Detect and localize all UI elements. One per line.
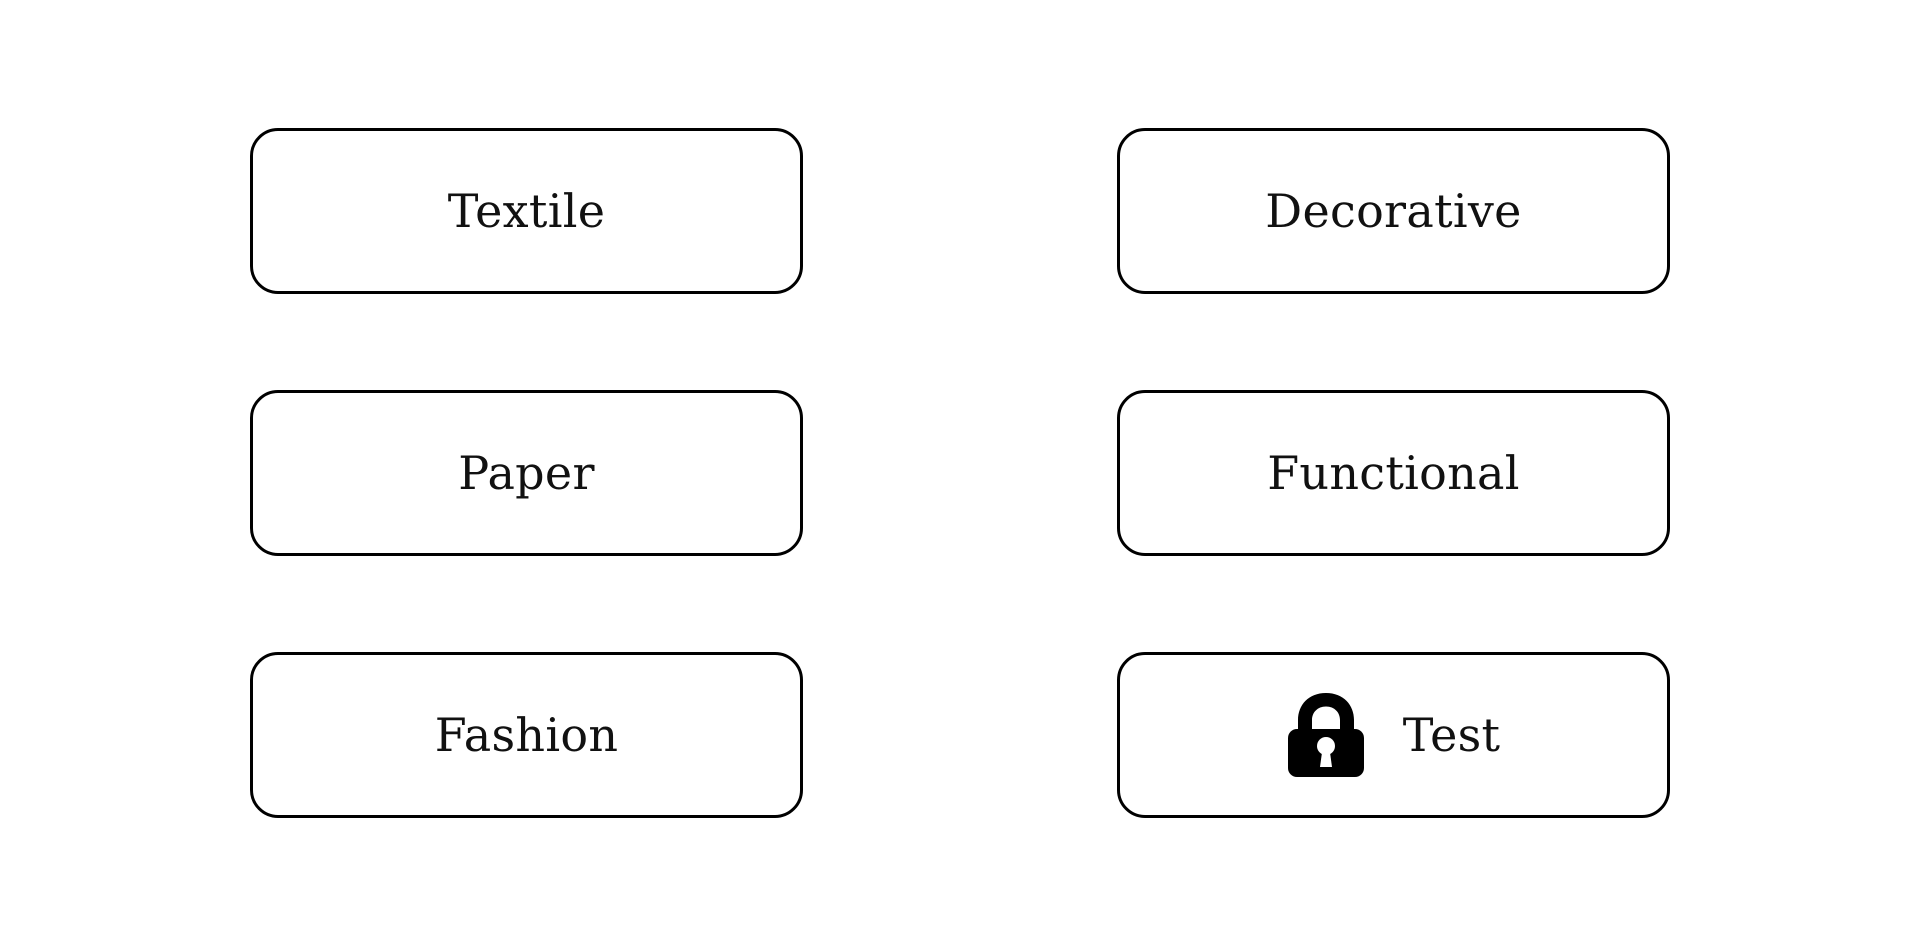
lock-icon: [1287, 691, 1365, 779]
option-button-paper[interactable]: Paper: [250, 390, 803, 556]
option-button-decorative[interactable]: Decorative: [1117, 128, 1670, 294]
option-button-label: Fashion: [434, 708, 619, 762]
option-button-functional[interactable]: Functional: [1117, 390, 1670, 556]
option-button-textile[interactable]: Textile: [250, 128, 803, 294]
option-button-label: Paper: [458, 446, 595, 500]
option-button-label: Test: [1402, 708, 1501, 762]
option-button-label: Textile: [447, 184, 606, 238]
option-button-label: Decorative: [1265, 184, 1522, 238]
category-button-grid: Textile Decorative Paper Functional Fash…: [250, 128, 1670, 818]
option-button-fashion[interactable]: Fashion: [250, 652, 803, 818]
option-button-test[interactable]: Test: [1117, 652, 1670, 818]
option-button-label: Functional: [1267, 446, 1520, 500]
